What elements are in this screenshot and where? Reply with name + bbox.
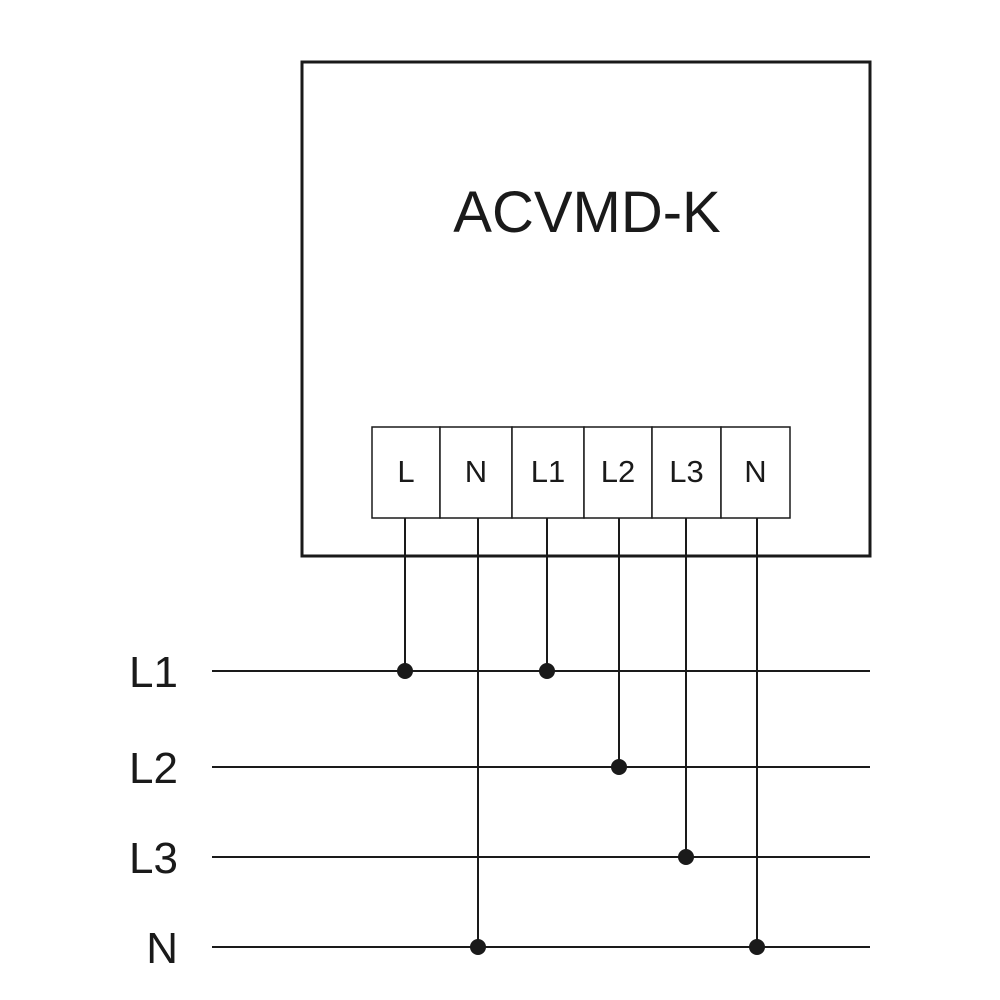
terminal-l1: L1 bbox=[511, 426, 585, 519]
wires bbox=[212, 518, 870, 948]
junction-dot bbox=[397, 663, 413, 679]
terminal-n1: N bbox=[439, 426, 513, 519]
junction-dot bbox=[539, 663, 555, 679]
terminal-l3: L3 bbox=[651, 426, 722, 519]
terminal-label: L3 bbox=[669, 454, 703, 489]
bus-label-l3: L3 bbox=[129, 834, 178, 883]
bus-label-n: N bbox=[146, 924, 178, 973]
terminal-cell bbox=[720, 426, 791, 519]
junctions bbox=[397, 663, 765, 955]
bus-label-l2: L2 bbox=[129, 744, 178, 793]
junction-dot bbox=[749, 939, 765, 955]
junction-dot bbox=[470, 939, 486, 955]
terminal-cell bbox=[439, 426, 513, 519]
junction-dot bbox=[611, 759, 627, 775]
terminal-label: N bbox=[465, 454, 487, 489]
junction-dot bbox=[678, 849, 694, 865]
terminal-label: L2 bbox=[601, 454, 635, 489]
terminal-label: N bbox=[744, 454, 766, 489]
terminal-l2: L2 bbox=[583, 426, 653, 519]
device-title: ACVMD-K bbox=[453, 180, 721, 245]
terminal-label: L bbox=[397, 454, 414, 489]
bus-label-l1: L1 bbox=[129, 648, 178, 697]
terminal-cell bbox=[371, 426, 441, 519]
terminal-label: L1 bbox=[531, 454, 565, 489]
terminal-n2: N bbox=[720, 426, 791, 519]
terminal-l: L bbox=[371, 426, 441, 519]
terminal-block: L N L1 L2 L3 N bbox=[371, 426, 791, 519]
